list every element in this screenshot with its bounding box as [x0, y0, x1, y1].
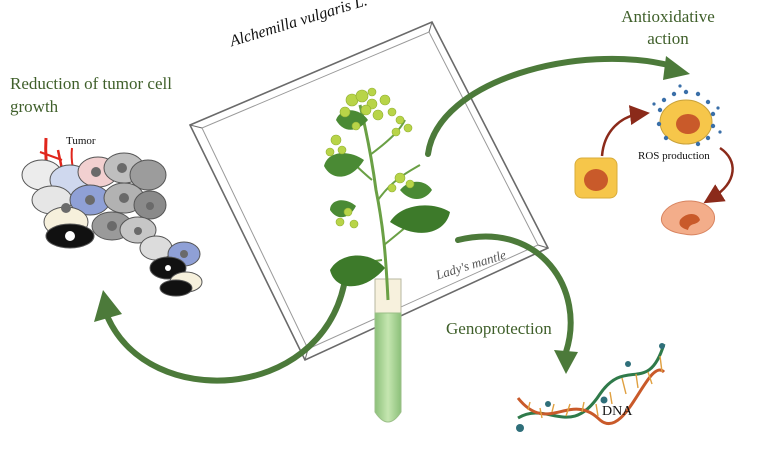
tumor-reduction-title: Reduction of tumor cell growth: [10, 74, 172, 116]
test-tube: [374, 278, 402, 423]
arrow-to-dna: [455, 233, 578, 374]
dna-helix: [516, 343, 666, 432]
tumor-label: Tumor: [66, 135, 96, 147]
antioxidative-title: Antioxidative action: [621, 7, 715, 48]
genoprotection-title: Genoprotection: [446, 319, 552, 338]
arrow-to-tumor: [94, 282, 347, 384]
ros-label: ROS production: [638, 150, 710, 162]
arrow-to-antioxidative: [425, 55, 690, 157]
glass-frame: [188, 20, 550, 362]
plant-illustration: [324, 87, 450, 301]
tumor-cluster: [21, 137, 203, 297]
antioxidative-cells: [574, 84, 734, 236]
dna-label: DNA: [602, 404, 633, 419]
